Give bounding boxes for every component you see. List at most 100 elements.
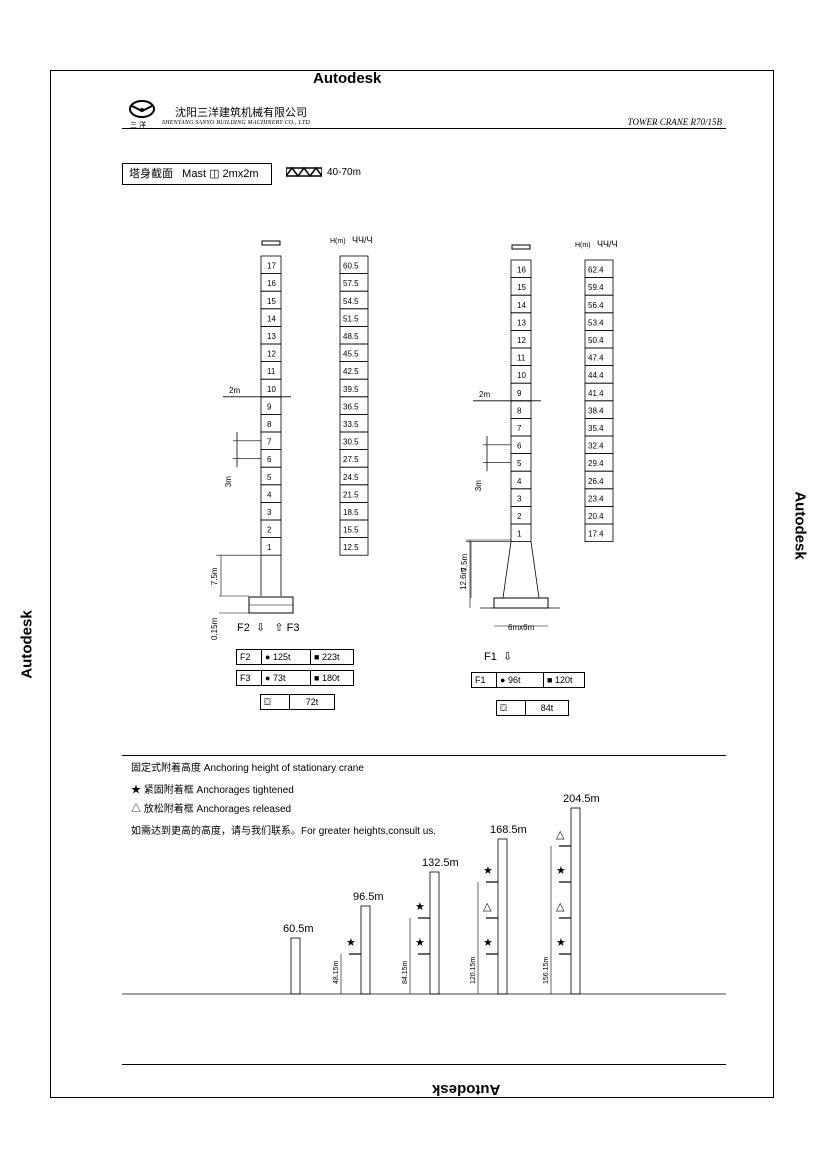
height-cell xyxy=(339,537,369,556)
mast-section xyxy=(260,537,282,556)
section-number: 14 xyxy=(267,314,276,323)
anchored-tower xyxy=(497,838,508,995)
height-value: 29.4 xyxy=(588,459,604,468)
section-number: 12 xyxy=(267,350,276,359)
section-number: 1 xyxy=(267,543,272,552)
section-number: 4 xyxy=(267,490,272,499)
section-number: 1 xyxy=(517,530,522,539)
section-number: 12 xyxy=(517,336,526,345)
section-number: 6 xyxy=(267,455,272,464)
mast-section-box: 塔身截面 Mast ◫ 2mx2m xyxy=(122,163,272,185)
height-value: 20.4 xyxy=(588,512,604,521)
section-number: 17 xyxy=(267,262,276,271)
section-number: 15 xyxy=(267,297,276,306)
tower-height: 96.5m xyxy=(353,891,384,903)
section-number: 3 xyxy=(517,494,522,503)
anchoring-title: 固定式附着高度 Anchoring height of stationary c… xyxy=(131,763,364,774)
force-table-f3: F3 ● 73t ■ 180t xyxy=(236,670,354,686)
truss-icon xyxy=(286,167,322,177)
height-value: 33.5 xyxy=(343,420,359,429)
height-value: 42.5 xyxy=(343,367,359,376)
legend-tightened: ★ 紧固附着框 Anchorages tightened xyxy=(131,785,294,796)
anchored-tower xyxy=(360,905,371,995)
height-value: 27.5 xyxy=(343,455,359,464)
section-number: 11 xyxy=(517,354,526,363)
anchor-tight-icon: ★ xyxy=(415,937,425,949)
tower-height: 60.5m xyxy=(283,923,314,935)
section-number: 5 xyxy=(517,459,522,468)
section-number: 13 xyxy=(517,318,526,327)
force-f1-label: F1 ⇩ xyxy=(484,651,513,663)
section-number: 13 xyxy=(267,332,276,341)
height-value: 62.4 xyxy=(588,266,604,275)
height-value: 39.5 xyxy=(343,385,359,394)
section-number: 11 xyxy=(267,367,276,376)
section-number: 15 xyxy=(517,283,526,292)
section-number: 14 xyxy=(517,301,526,310)
company-name-en: SHENYANG SANYO BUILDING MACHINERY CO., L… xyxy=(162,120,310,126)
drawing-sheet xyxy=(50,70,774,1098)
tower-height: 204.5m xyxy=(563,793,600,805)
height-value: 26.4 xyxy=(588,477,604,486)
height-value: 45.5 xyxy=(343,350,359,359)
height-value: 12.5 xyxy=(343,543,359,552)
dim-total: 12.6m xyxy=(459,567,468,590)
dim-section: 3m xyxy=(474,480,483,491)
bottom-rule xyxy=(122,1064,726,1065)
height-cell xyxy=(584,523,614,543)
height-value: 38.4 xyxy=(588,406,604,415)
anchor-tight-icon: ★ xyxy=(483,937,493,949)
tower-height: 168.5m xyxy=(490,824,527,836)
section-number: 10 xyxy=(267,385,276,394)
legend-released: △ 放松附着框 Anchorages released xyxy=(131,804,292,815)
height-value: 57.5 xyxy=(343,279,359,288)
dim-base: 7.5m xyxy=(210,567,219,585)
height-value: 21.5 xyxy=(343,490,359,499)
anchor-released-icon: △ xyxy=(556,829,565,841)
force-table-f1: F1 ● 96t ■ 120t xyxy=(471,672,585,688)
ballast-table-left: ⛋ 72t xyxy=(260,694,335,710)
height-value: 48.5 xyxy=(343,332,359,341)
height-value: 32.4 xyxy=(588,442,604,451)
anchor-tight-icon: ★ xyxy=(415,901,425,913)
anchor-released-icon: △ xyxy=(556,901,565,913)
model-name: TOWER CRANE R70/15B xyxy=(627,117,722,127)
height-value: 59.4 xyxy=(588,283,604,292)
height-value: 23.4 xyxy=(588,494,604,503)
height-value: 60.5 xyxy=(343,262,359,271)
anchor-released-icon: △ xyxy=(483,901,492,913)
anchor-dim: 120.15m xyxy=(470,957,477,984)
ballast-icon: ⛋ xyxy=(261,695,290,709)
section-number: 5 xyxy=(267,473,272,482)
anchor-dim: 84.15m xyxy=(402,960,409,984)
anchoring-diagram: 60.5m 96.5m ★ 48.15m 132.5m ★ ★ 84.15m 168.5m ★ △ ★… xyxy=(122,793,726,995)
height-value: 35.4 xyxy=(588,424,604,433)
arrow-down-icon: ⇩ ⇧ xyxy=(252,622,284,634)
anchor-dim: 156.15m xyxy=(543,957,550,984)
contact-note: 如需达到更高的高度，请与我们联系。For greater heights,con… xyxy=(131,826,437,837)
tower-top-cap xyxy=(511,244,531,250)
height-value: 18.5 xyxy=(343,508,359,517)
company-logo-icon xyxy=(129,100,155,118)
section-number: 7 xyxy=(517,424,522,433)
tower-leg xyxy=(530,541,540,599)
anchor-dim: 48.15m xyxy=(333,960,340,984)
dim-foot: 0.15m xyxy=(210,617,219,640)
dim-width: 2m xyxy=(479,390,490,399)
anchored-tower xyxy=(570,807,581,995)
mast-section: Mast ◫ 2mx2m xyxy=(182,168,259,180)
anchor-tight-icon: ★ xyxy=(556,865,566,877)
height-value: 24.5 xyxy=(343,473,359,482)
tower-height: 132.5m xyxy=(422,857,459,869)
force-f2-label: F2 ⇩ ⇧ F3 xyxy=(237,622,300,634)
header-rule xyxy=(122,128,726,129)
section-number: 4 xyxy=(517,477,522,486)
height-value: 44.4 xyxy=(588,371,604,380)
logo-subtext: 三 洋 xyxy=(130,122,146,129)
section-number: 16 xyxy=(517,266,526,275)
mast-section xyxy=(510,523,532,543)
dim-base: 7.5m xyxy=(460,553,469,571)
dim-foot: 6mx6m xyxy=(508,623,535,632)
anchor-tight-icon: ★ xyxy=(556,937,566,949)
